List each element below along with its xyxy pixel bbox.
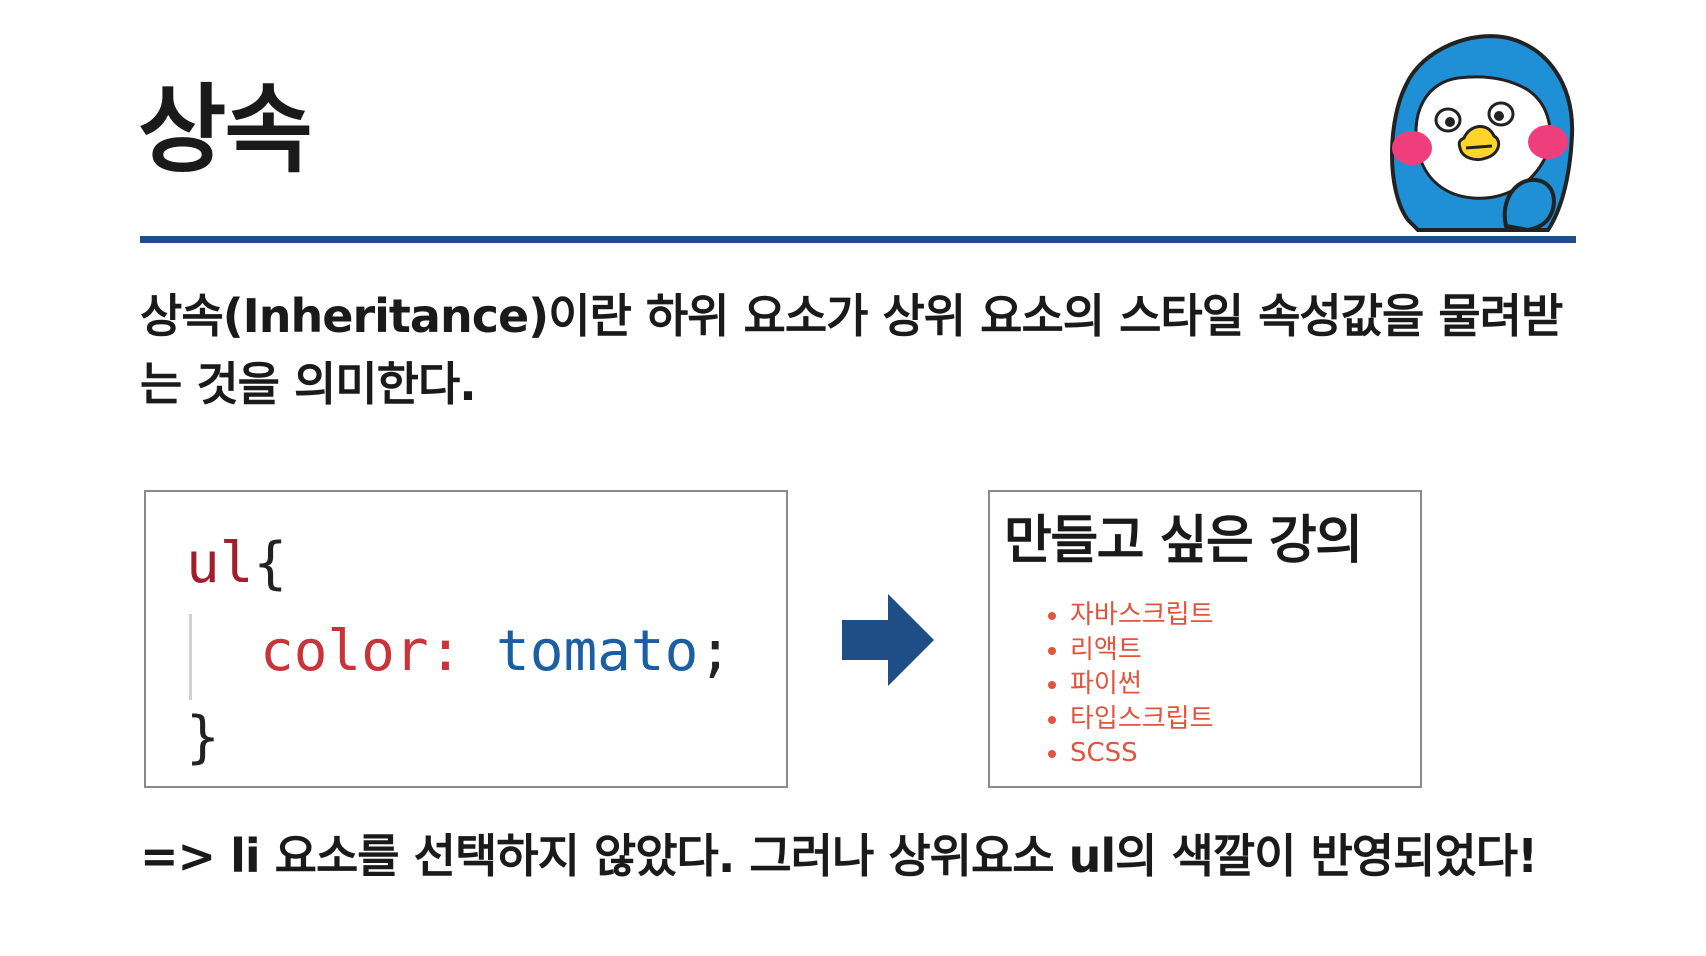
- title-divider: [140, 236, 1576, 243]
- code-line-selector: ul{: [186, 536, 287, 592]
- css-property: color:: [260, 619, 463, 684]
- code-snippet-box: ul{ color: tomato; }: [144, 490, 788, 788]
- css-open-brace: {: [253, 531, 288, 596]
- description-text: 상속(Inheritance)이란 하위 요소가 상위 요소의 스타일 속성값을…: [140, 289, 1563, 411]
- conclusion-text: => li 요소를 선택하지 않았다. 그러나 상위요소 ul의 색깔이 반영되…: [140, 829, 1538, 883]
- right-arrow-icon: [842, 594, 934, 686]
- preview-list: 자바스크립트 리액트 파이썬 타입스크립트 SCSS: [1042, 598, 1214, 771]
- code-line-close: }: [186, 710, 220, 766]
- list-item: 자바스크립트: [1070, 598, 1214, 633]
- list-item: 파이썬: [1070, 667, 1214, 702]
- indent-guide: [189, 614, 192, 700]
- preview-heading: 만들고 싶은 강의: [1004, 511, 1363, 571]
- css-value: tomato: [496, 619, 699, 684]
- slide-title: 상속: [138, 74, 313, 186]
- list-item: 타입스크립트: [1070, 702, 1214, 737]
- list-item: 리액트: [1070, 633, 1214, 668]
- code-line-declaration: color: tomato;: [260, 624, 732, 680]
- render-preview-box: 만들고 싶은 강의 자바스크립트 리액트 파이썬 타입스크립트 SCSS: [988, 490, 1422, 788]
- list-item: SCSS: [1070, 736, 1214, 771]
- css-close-brace: }: [186, 705, 220, 770]
- css-selector: ul: [186, 531, 254, 596]
- css-semicolon: ;: [698, 619, 733, 684]
- penguin-mascot-icon: [1390, 34, 1575, 233]
